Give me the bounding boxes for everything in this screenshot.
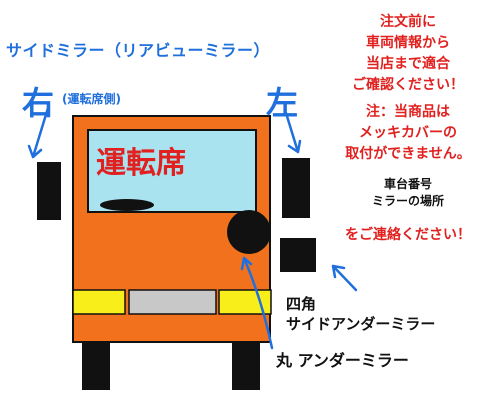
left-headlight [72,289,126,315]
arrow-square-mirror [331,264,358,292]
wiper [100,199,154,211]
order-notice: 注文前に 車両情報から 当店まで適合 ご確認ください！ [318,12,498,96]
notice-line: 当店まで適合 [366,56,450,72]
diagram-title: サイドミラー（リアビューミラー） [6,41,271,60]
square-mirror-line: 四角 [286,295,317,313]
notice2-line: 取付ができません。 [345,146,471,162]
right-headlight [218,289,272,315]
notice2-line: 注：当商品は [366,104,450,120]
chrome-cover-notice: 注：当商品は メッキカバーの 取付ができません。 [318,102,498,165]
notice-line: 車両情報から [366,35,450,51]
driver-seat-label: 運転席 [96,146,186,181]
left-side-mirror [282,158,310,218]
arrow-right-mirror [27,106,50,159]
square-under-mirror [280,238,316,272]
notice-line: ご確認ください！ [352,77,464,93]
right-side-label: 右 [22,84,55,122]
notice-line: 注文前に [380,14,436,30]
square-mirror-label: 四角 サイドアンダーミラー [286,294,435,334]
arrow-round-mirror [240,256,274,350]
right-wheel [232,340,260,390]
left-side-label: 左 [266,84,299,122]
grille [128,289,217,315]
arrow-left-mirror [284,111,302,154]
required-info: 車台番号 ミラーの場所 [318,176,498,210]
notice2-line: メッキカバーの [359,125,457,141]
left-wheel [82,340,110,390]
info-line: 車台番号 [383,177,432,191]
arrows [27,106,358,350]
right-side-mirror [37,162,61,220]
round-under-mirror [227,210,271,254]
windshield [87,129,257,213]
info-line: ミラーの場所 [371,194,444,208]
round-mirror-label: 丸 アンダーミラー [276,351,409,370]
contact-request: をご連絡ください！ [345,227,471,243]
driver-side-note: (運転席側) [62,92,121,106]
square-mirror-line: サイドアンダーミラー [286,315,436,333]
